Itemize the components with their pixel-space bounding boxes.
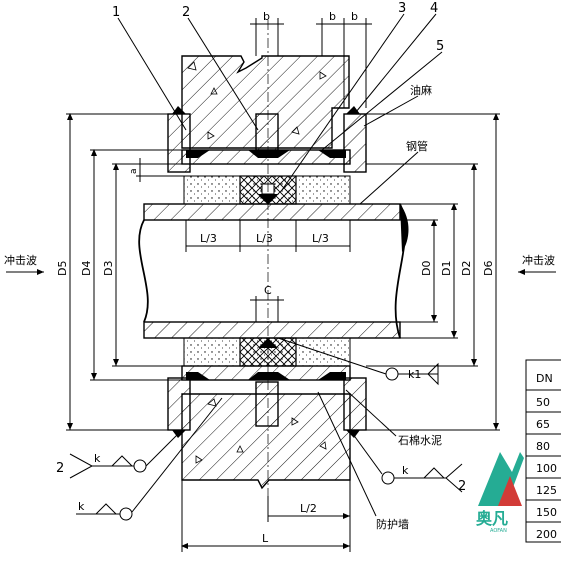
protective-wall (181, 55, 351, 490)
sym-two-b: 2 (458, 479, 466, 494)
dim-l3-1: L/3 (200, 232, 217, 245)
dim-d0: D0 (420, 261, 433, 276)
label-2: 2 (182, 5, 190, 20)
logo-mark-red (498, 476, 522, 506)
dim-L: L (262, 532, 269, 545)
aofan-logo: 奥凡 AOFAN (476, 452, 524, 534)
k-reference-circle-c (381, 471, 395, 485)
label-left-shockwave: 冲击波 (4, 253, 37, 267)
label-protect-wall: 防护墙 (376, 517, 409, 531)
dim-d5: D5 (56, 261, 69, 276)
label-asbestos-cement: 石棉水泥 (398, 433, 442, 447)
table-row: 200 (536, 528, 557, 541)
sym-k-b: k (78, 500, 85, 513)
logo-mark-green (478, 452, 524, 506)
label-1: 1 (112, 5, 120, 20)
logo-text: 奥凡 (476, 509, 508, 528)
dim-d4: D4 (80, 261, 93, 276)
dim-l3-3: L/3 (312, 232, 329, 245)
logo-subtext: AOFAN (490, 528, 507, 534)
dim-c: C (264, 284, 272, 297)
table-row: 50 (536, 396, 550, 409)
label-5: 5 (436, 39, 444, 54)
labels: 1 2 3 4 5 油麻 钢管 石棉水泥 防护墙 冲击波 冲击波 b b b a… (4, 1, 555, 545)
weld-symbols (69, 362, 463, 521)
sym-two-a: 2 (56, 461, 64, 476)
dim-l3-2: L/3 (256, 232, 273, 245)
label-4: 4 (430, 1, 438, 16)
leader-lines (117, 13, 443, 517)
sym-k-a: k (94, 452, 101, 465)
k-reference-circle-a (133, 459, 147, 473)
table-row: 65 (536, 418, 550, 431)
dim-b-1: b (263, 10, 270, 23)
table-row: 100 (536, 462, 557, 475)
table-row: 80 (536, 440, 550, 453)
label-right-shockwave: 冲击波 (522, 253, 555, 267)
table-row: 150 (536, 506, 557, 519)
dim-l2: L/2 (300, 502, 317, 515)
dim-d2: D2 (460, 261, 473, 276)
table-header: DN (536, 372, 553, 385)
sym-k-c: k (402, 464, 409, 477)
seal-wedges (172, 106, 360, 438)
dim-d1: D1 (440, 261, 453, 276)
sym-k1: k1 (408, 368, 421, 381)
dim-b-3: b (351, 10, 358, 23)
dim-b-2: b (329, 10, 336, 23)
dn-table: DN 50 65 80 100 125 150 200 (525, 359, 561, 543)
dim-d3: D3 (102, 261, 115, 276)
dim-d6: D6 (482, 261, 495, 276)
asbestos-cement-filler (183, 175, 351, 367)
k-reference-circle-b (119, 507, 133, 521)
steel-pipe (138, 203, 409, 339)
label-oil-hemp: 油麻 (410, 83, 432, 97)
dim-a: a (129, 168, 139, 174)
label-3: 3 (398, 1, 406, 16)
k1-reference-circle (385, 367, 399, 381)
label-steel-pipe: 钢管 (406, 139, 428, 153)
table-row: 125 (536, 484, 557, 497)
dimension-lines (66, 18, 500, 552)
